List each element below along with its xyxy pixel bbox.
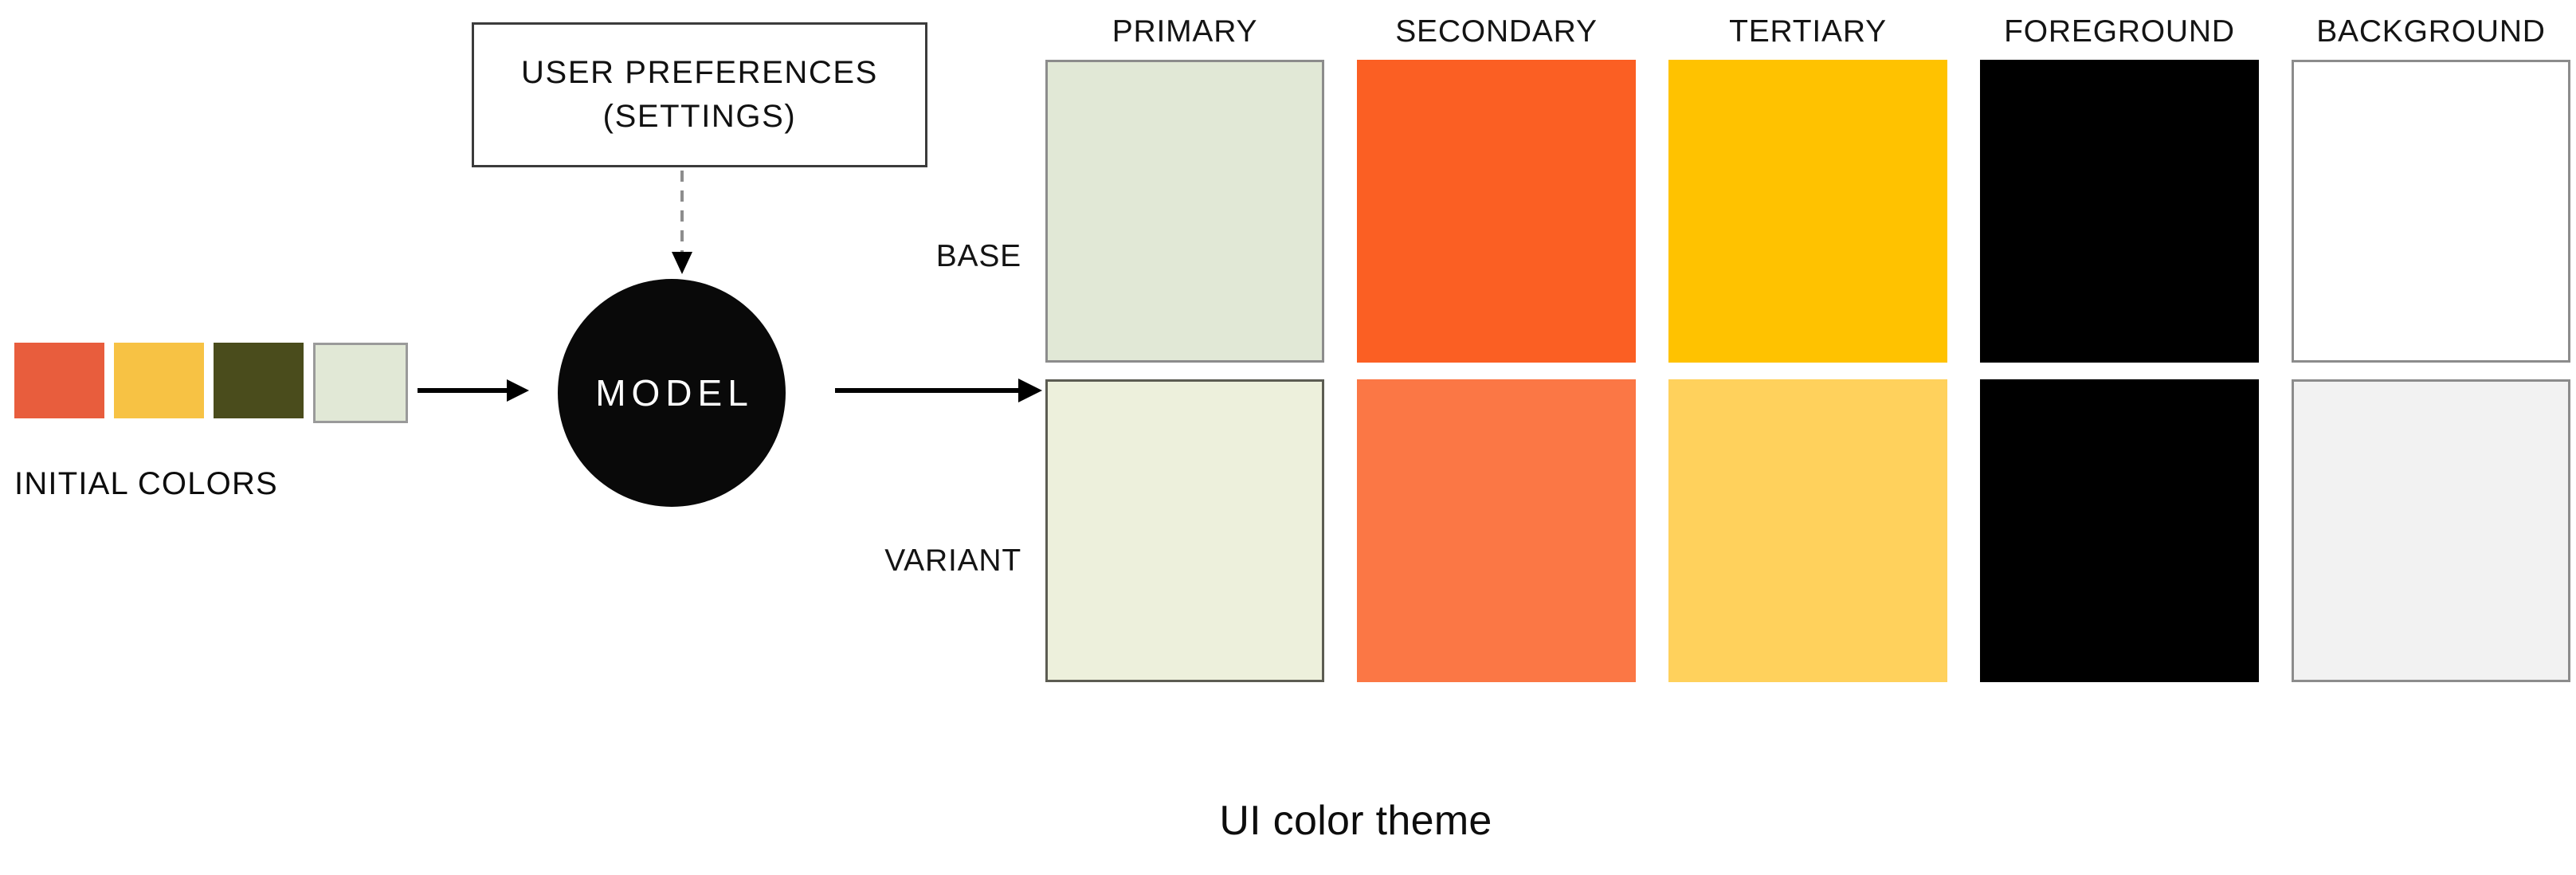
initial-swatch-row xyxy=(14,343,408,423)
column-header-tertiary: TERTIARY xyxy=(1729,14,1887,49)
initial-swatch-golden-yellow xyxy=(114,343,204,418)
swatch-variant-background[interactable] xyxy=(2292,379,2570,682)
palette-caption-container: UI color theme xyxy=(0,797,2576,845)
row-label-variant: VARIANT xyxy=(884,543,1021,578)
dashed-arrow-down-icon xyxy=(672,171,692,274)
column-header-primary: PRIMARY xyxy=(1112,14,1258,49)
initial-swatch-pale-green xyxy=(313,343,408,423)
initial-colors-label: INITIAL COLORS xyxy=(14,466,278,501)
arrow-colors-to-model-icon xyxy=(418,379,529,402)
palette-row-base xyxy=(1045,60,2570,363)
arrow-model-to-palette-icon xyxy=(835,379,1042,402)
column-header-secondary: SECONDARY xyxy=(1395,14,1598,49)
user-preferences-line-2: (SETTINGS) xyxy=(602,99,797,134)
swatch-variant-tertiary[interactable] xyxy=(1668,379,1947,682)
palette-header-row: PRIMARY SECONDARY TERTIARY FOREGROUND BA… xyxy=(1045,14,2570,49)
swatch-base-background[interactable] xyxy=(2292,60,2570,363)
initial-swatch-coral-red xyxy=(14,343,104,418)
column-header-foreground: FOREGROUND xyxy=(2004,14,2235,49)
swatch-variant-secondary[interactable] xyxy=(1357,379,1636,682)
swatch-base-secondary[interactable] xyxy=(1357,60,1636,363)
swatch-variant-foreground[interactable] xyxy=(1980,379,2259,682)
row-label-base: BASE xyxy=(935,239,1021,273)
initial-swatch-olive-green xyxy=(214,343,304,418)
column-header-background: BACKGROUND xyxy=(2316,14,2546,49)
swatch-variant-primary[interactable] xyxy=(1045,379,1324,682)
swatch-base-foreground[interactable] xyxy=(1980,60,2259,363)
palette-row-variant xyxy=(1045,379,2570,682)
user-preferences-box[interactable]: USER PREFERENCES (SETTINGS) xyxy=(472,22,927,167)
model-node[interactable]: MODEL xyxy=(558,279,786,507)
palette-grid: PRIMARY SECONDARY TERTIARY FOREGROUND BA… xyxy=(1045,14,2570,682)
palette-caption: UI color theme xyxy=(1219,798,1492,844)
swatch-base-tertiary[interactable] xyxy=(1668,60,1947,363)
user-preferences-line-1: USER PREFERENCES xyxy=(521,54,878,90)
model-label: MODEL xyxy=(595,372,754,414)
initial-colors-group: INITIAL COLORS xyxy=(14,343,408,501)
swatch-base-primary[interactable] xyxy=(1045,60,1324,363)
